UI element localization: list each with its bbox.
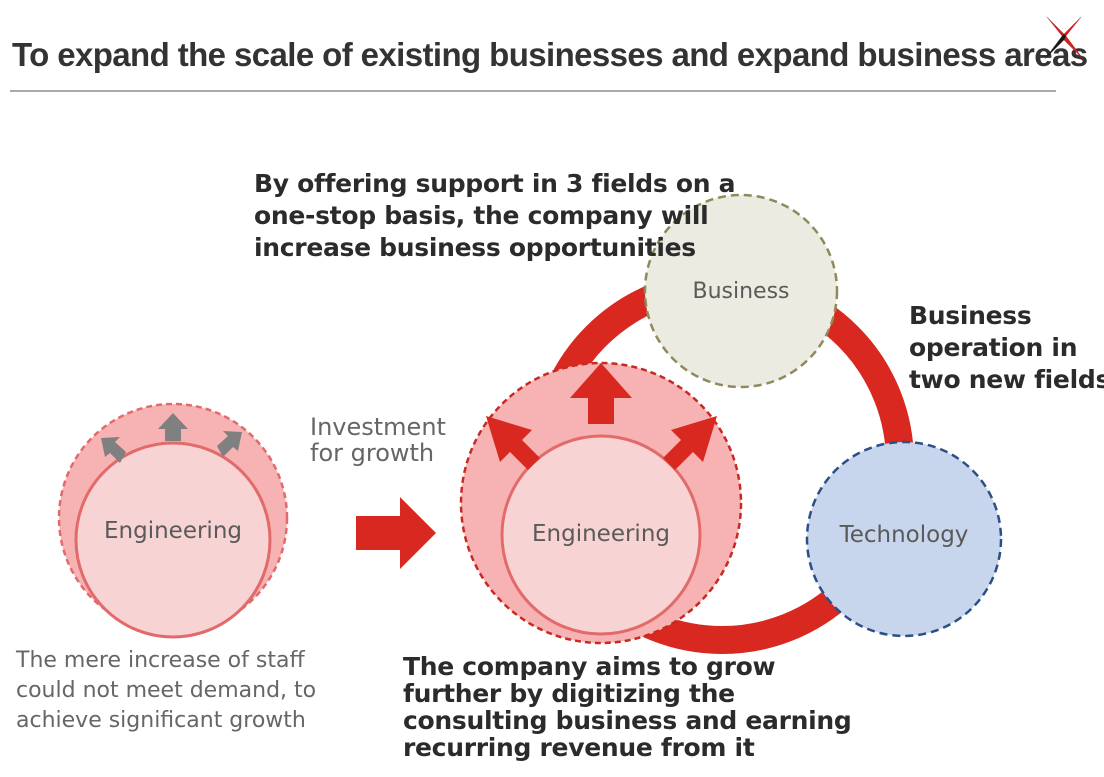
grey-arrow-icon (217, 431, 242, 457)
callout-bottom-line1: The company aims to grow (403, 652, 776, 681)
red-arrow-icon (663, 416, 717, 470)
center-inner-circle (500, 434, 702, 636)
transition-arrow-icon (356, 497, 436, 569)
investment-label-line2: for growth (310, 439, 435, 467)
left-growth-arrows (101, 413, 242, 463)
callout-top: By offering support in 3 fields on a one… (254, 168, 736, 264)
callout-right-line3: two new fields (909, 365, 1104, 394)
red-arrow-icon (570, 363, 632, 424)
callout-top-line3: increase business opportunities (254, 233, 696, 262)
grey-arrow-icon (101, 437, 126, 463)
callout-right-line1: Business (909, 301, 1032, 330)
investment-label: Investment for growth (310, 414, 446, 466)
technology-circle-label: Technology (839, 522, 969, 548)
technology-circle (805, 440, 1003, 638)
callout-bottom: The company aims to grow further by digi… (403, 653, 852, 761)
caption-left-line2: could not meet demand, to (16, 678, 317, 703)
callout-right: Business operation in two new fields (909, 300, 1104, 396)
investment-label-line1: Investment (310, 413, 446, 441)
page-title: To expand the scale of existing business… (12, 36, 1088, 73)
red-arrow-icon (486, 416, 540, 470)
business-circle (643, 193, 839, 389)
callout-top-line1: By offering support in 3 fields on a (254, 169, 736, 198)
center-circle-label: Engineering (532, 521, 670, 547)
grey-arrow-icon (158, 413, 188, 441)
x-mark-logo-icon (1044, 16, 1084, 60)
title-divider (10, 90, 1056, 92)
caption-left-line3: achieve significant growth (16, 708, 306, 733)
caption-left-line1: The mere increase of staff (16, 648, 305, 673)
callout-bottom-line4: recurring revenue from it (403, 733, 755, 762)
callout-right-line2: operation in (909, 333, 1078, 362)
callout-bottom-line2: further by digitizing the (403, 679, 735, 708)
callout-bottom-line3: consulting business and earning (403, 706, 852, 735)
left-inner-circle (74, 441, 272, 639)
caption-left: The mere increase of staff could not mee… (16, 646, 316, 736)
center-growth-arrows (486, 363, 717, 470)
callout-top-line2: one-stop basis, the company will (254, 201, 709, 230)
business-circle-label: Business (692, 279, 790, 304)
left-circle-label: Engineering (104, 518, 242, 544)
